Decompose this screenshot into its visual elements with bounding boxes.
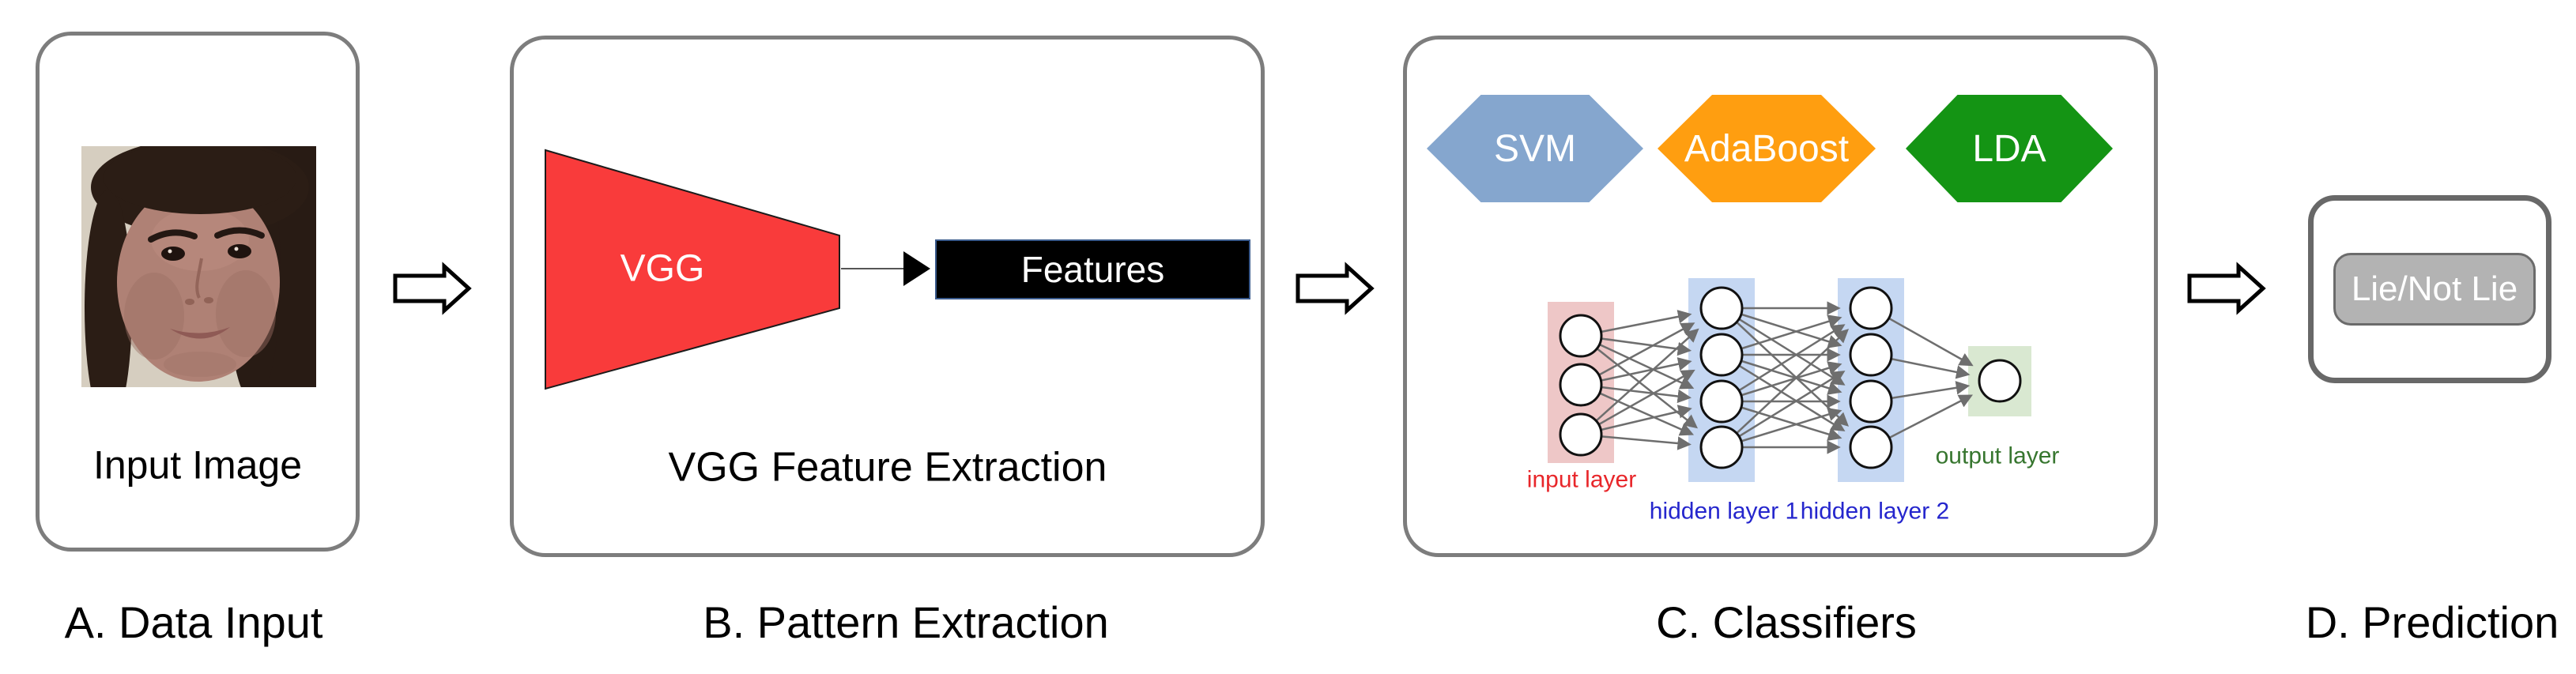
features-box: Features [935,239,1250,299]
nn-edge [1598,322,1695,376]
nn-edge [1738,371,1846,438]
input-image-caption: Input Image [92,442,303,488]
nn-edge [1891,381,1971,400]
nn-edge [1741,406,1842,442]
stage-label-b: B. Pattern Extraction [703,597,1109,648]
nn-input-layer-label: input layer [1526,466,1637,493]
vgg-extraction-caption: VGG Feature Extraction [668,444,1107,491]
vgg-trapezoid [545,149,840,390]
face-photo-illustration [81,146,316,387]
nn-edge [1888,317,1974,367]
nn-node [1559,363,1603,407]
classifier-hexagon-adaboost: AdaBoost [1658,95,1876,202]
nn-hidden-layer-2-label: hidden layer 2 [1800,498,1950,525]
classifier-label: SVM [1493,127,1576,170]
nn-edge [1741,360,1842,395]
nn-node [1849,286,1893,330]
cheek-shadow-right [216,270,276,357]
nostril-left [185,299,194,305]
nn-edge [1741,407,1842,442]
nn-edge [1601,357,1692,382]
nn-node [1978,359,2022,403]
eye-left [161,247,185,261]
nn-hidden-layer-1-label: hidden layer 1 [1649,498,1799,525]
flow-arrow-icon-1 [393,262,472,315]
nn-edge [1738,324,1846,392]
eye-glint-right [234,247,239,251]
prediction-result-label: Lie/Not Lie [2351,269,2518,308]
nn-edge [1601,435,1692,450]
nostril-right [204,297,213,303]
nn-node [1849,333,1893,377]
nn-node [1849,425,1893,469]
stage-label-d: D. Prediction [2305,597,2559,648]
hair-left [85,190,132,387]
nn-edge [1601,405,1692,431]
nn-edge [1601,310,1692,333]
flow-arrow-icon-2 [1296,262,1375,315]
nn-edge [1597,369,1695,426]
cheek-shadow-left [124,273,184,360]
nn-output-layer-label: output layer [1935,442,2060,469]
classifier-label: LDA [1972,127,2046,170]
nn-node [1699,286,1744,330]
features-label: Features [1020,249,1165,290]
nn-edge [1601,386,1692,404]
flow-arrow-icon-3 [2187,262,2266,315]
nn-edge [1741,314,1842,350]
input-image-photo [81,146,316,387]
eye-glint-left [168,249,172,254]
prediction-result-badge: Lie/Not Lie [2333,253,2536,326]
nn-edge [1741,313,1842,348]
nn-node [1699,425,1744,469]
chin-shadow [164,352,236,377]
nn-edge [1736,329,1850,435]
nn-node [1699,333,1744,377]
nn-edge [1601,337,1692,356]
classifier-label: AdaBoost [1684,127,1850,170]
nn-edge [1741,361,1842,397]
nn-node [1559,412,1603,457]
connector-arrowhead-icon [903,251,930,286]
nn-edge [1595,328,1699,422]
stage-label-c: C. Classifiers [1656,597,1917,648]
classifier-hexagon-lda: LDA [1906,95,2113,202]
nn-edge [1599,392,1695,436]
nn-edge [1738,364,1846,431]
vgg-label: VGG [620,247,705,290]
lips [170,327,230,339]
nn-node [1559,314,1603,358]
stage-label-a: A. Data Input [64,597,323,648]
flow-arrows [393,262,2266,315]
nn-edge [1891,357,1971,379]
nn-node [1849,379,1893,424]
neural-network-diagram [1548,278,2031,482]
nn-edge [1888,394,1973,439]
eyebrow-right [214,227,265,239]
hair-fringe [104,146,296,214]
eye-right [228,244,251,258]
eyebrow-left [148,229,198,243]
nn-node [1699,379,1744,424]
nn-edge [1738,318,1846,386]
nose [195,258,203,299]
